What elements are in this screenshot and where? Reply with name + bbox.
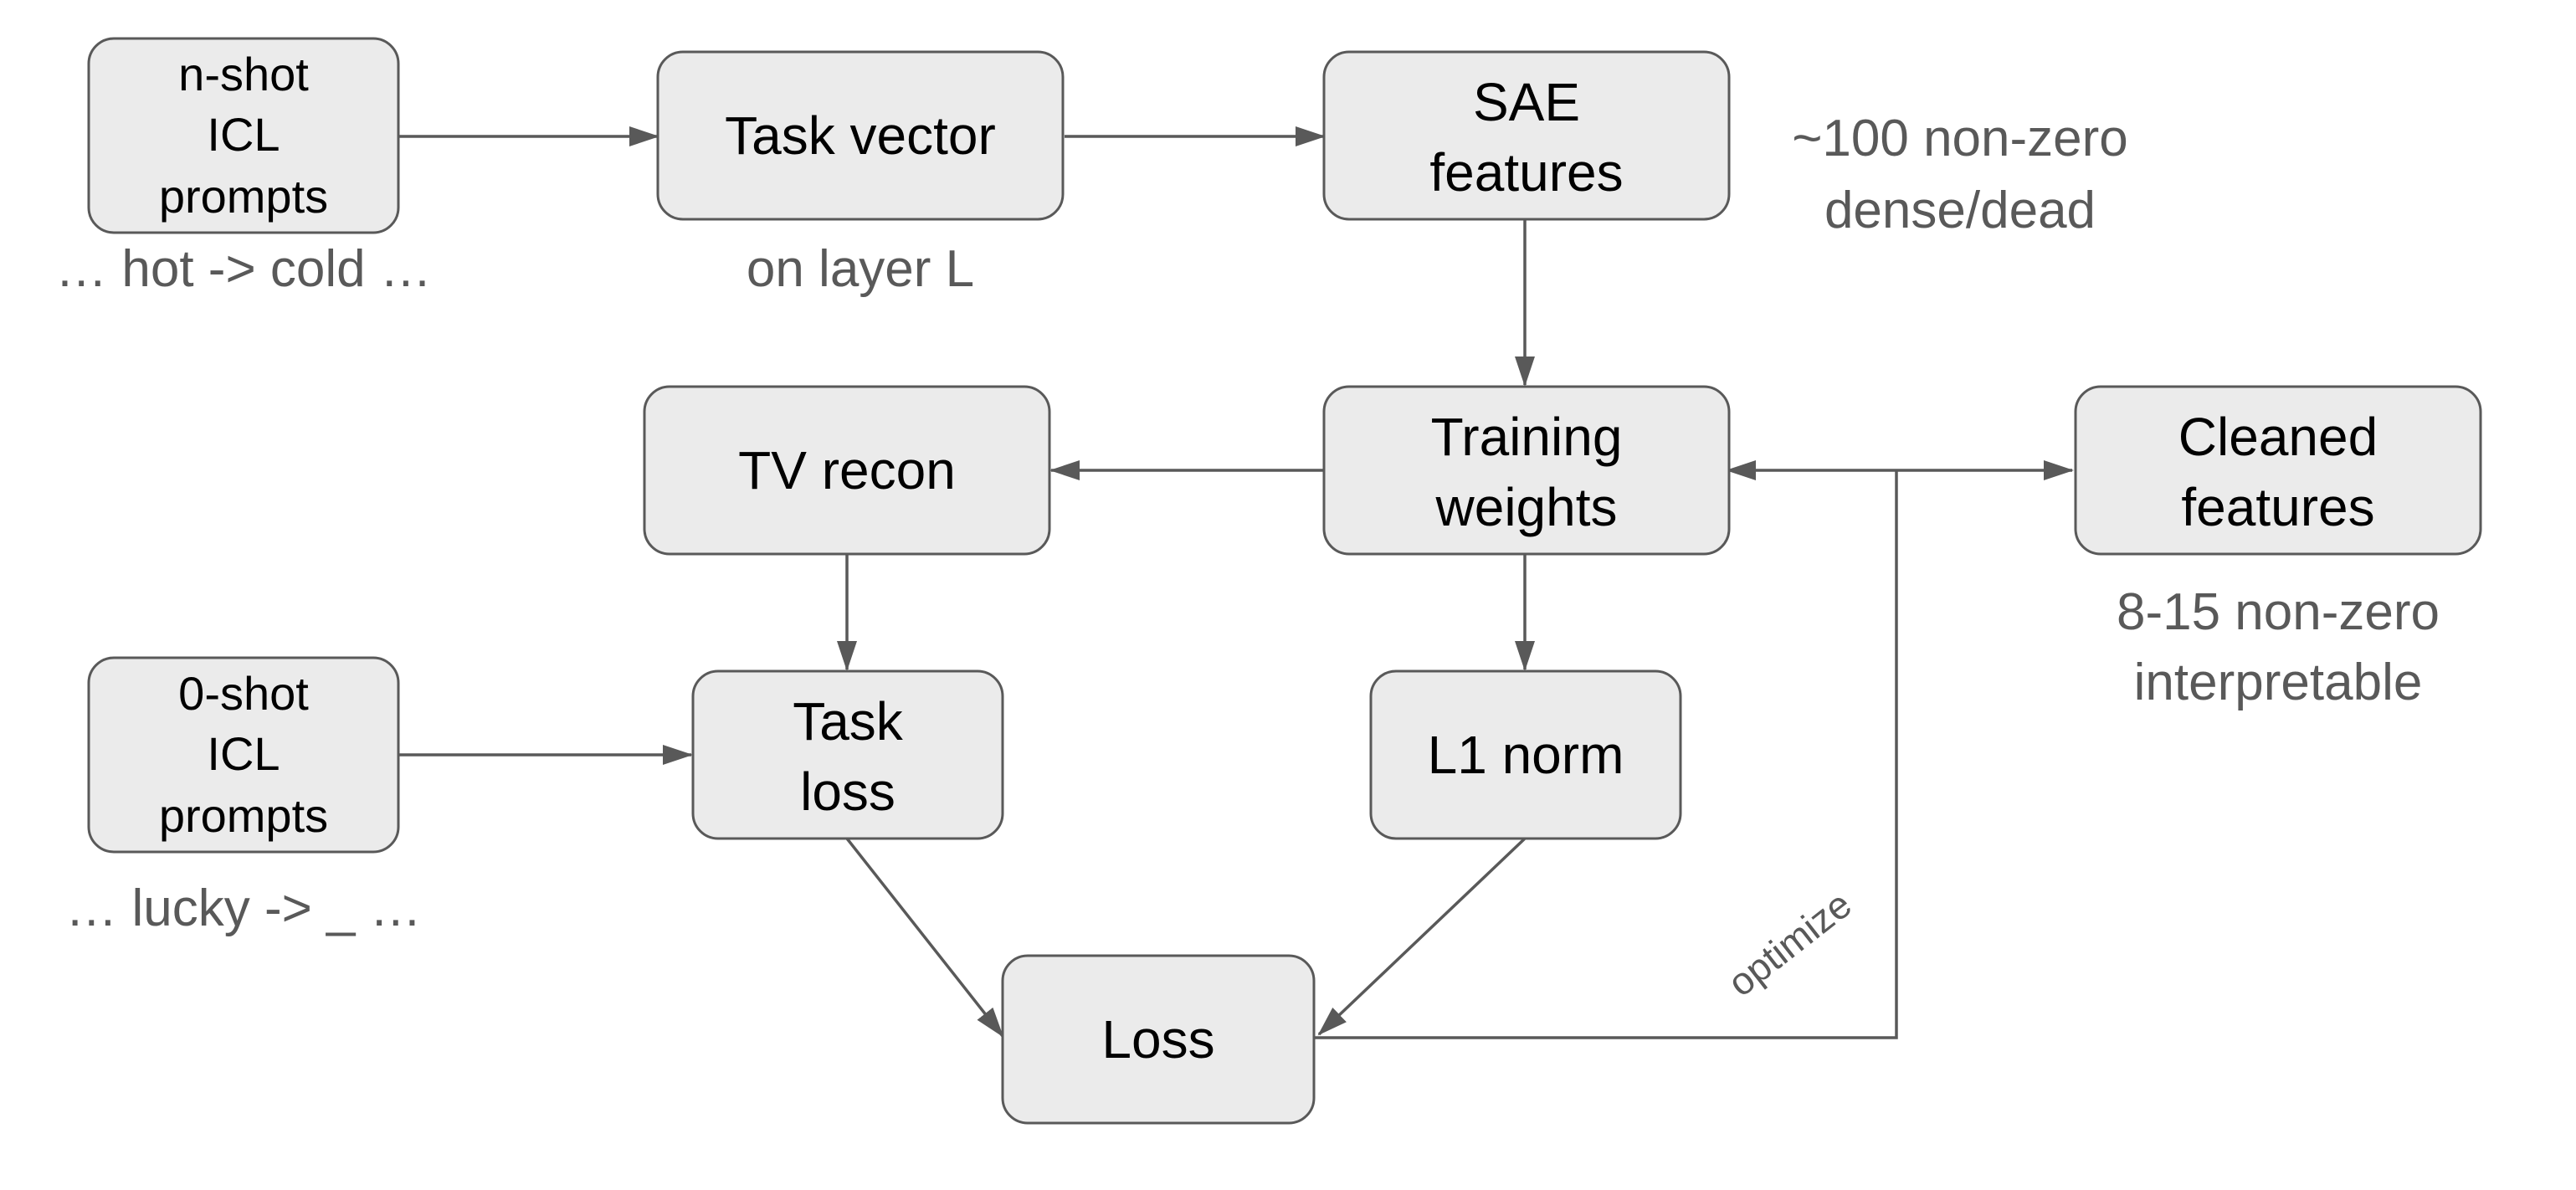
svg-text:TV recon: TV recon [738,440,956,500]
node-nshot-prompts: n-shot ICL prompts [87,37,400,234]
svg-text:ICL: ICL [207,108,280,161]
svg-text:weights: weights [1435,477,1618,537]
svg-text:features: features [1429,142,1623,203]
svg-text:n-shot: n-shot [178,48,309,100]
captions: … hot -> cold … on layer L ~100 non-zero… [55,110,2440,937]
zeroshot-example-caption: … lucky -> _ … [65,880,422,937]
svg-text:0-shot: 0-shot [178,667,309,720]
cleaned-count-caption-line1: 8-15 non-zero [2117,583,2440,641]
node-cleaned-features: Cleaned features [2074,385,2482,556]
sae-count-caption-line1: ~100 non-zero [1792,110,2128,167]
svg-text:Loss: Loss [1101,1009,1214,1069]
cleaned-count-caption-line2: interpretable [2134,654,2423,711]
node-task-loss: Task loss [691,669,1004,840]
edge-task-loss-to-loss [845,837,1004,1038]
svg-text:L1 norm: L1 norm [1428,725,1624,785]
svg-text:Task: Task [793,691,904,751]
layer-caption: on layer L [747,240,974,298]
node-training-weights: Training weights [1322,385,1731,556]
node-tv-recon: TV recon [643,385,1051,556]
optimize-label: optimize [1720,882,1860,1004]
node-loss: Loss [1001,954,1316,1125]
node-sae-features: SAE features [1322,50,1731,221]
svg-text:features: features [2181,477,2374,537]
svg-text:Cleaned: Cleaned [2178,407,2378,467]
edge-l1-to-loss [1317,837,1527,1036]
svg-text:loss: loss [800,762,895,822]
svg-text:Task vector: Task vector [725,105,996,166]
node-task-vector: Task vector [656,50,1065,221]
svg-text:prompts: prompts [159,789,328,842]
svg-text:prompts: prompts [159,170,328,223]
svg-text:SAE: SAE [1473,72,1580,132]
sae-count-caption-line2: dense/dead [1824,182,2096,239]
node-zeroshot-prompts: 0-shot ICL prompts [87,656,400,854]
svg-text:Training: Training [1431,407,1623,467]
edge-loss-to-optimize-junction [1314,470,1898,1039]
svg-text:ICL: ICL [207,727,280,780]
edges: optimize [398,126,2074,1039]
nshot-example-caption: … hot -> cold … [55,240,432,298]
node-l1-norm: L1 norm [1369,669,1682,840]
